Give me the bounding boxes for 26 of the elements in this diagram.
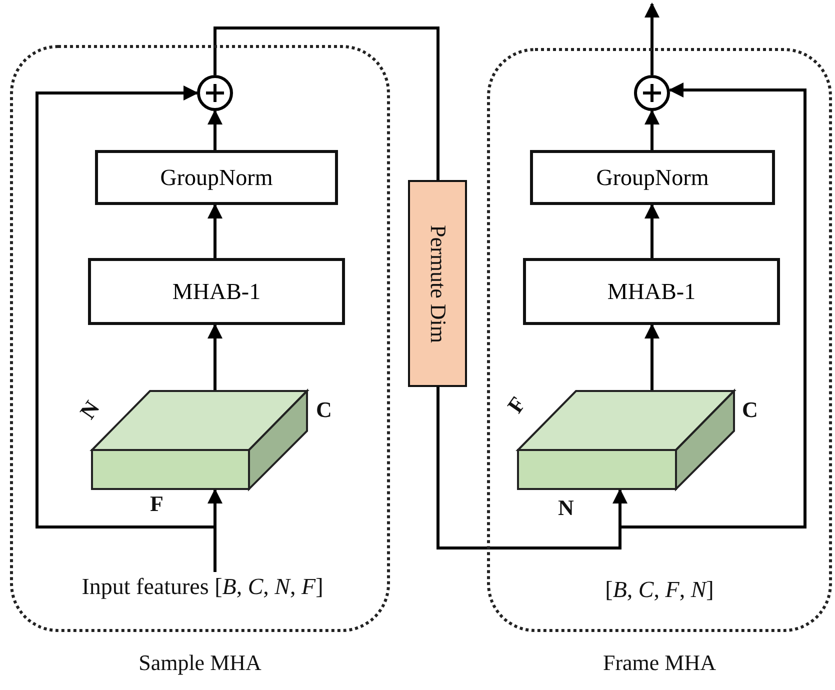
arrow: [644, 204, 660, 258]
arrow: [644, 2, 660, 75]
add-operator-icon: [634, 75, 670, 111]
arrow: [436, 82, 806, 550]
arrow: [644, 110, 660, 150]
axis-label: C: [742, 398, 758, 422]
axis-label: N: [76, 396, 104, 424]
process-box: GroupNorm: [95, 150, 338, 205]
group-title: Sample MHA: [138, 650, 262, 676]
arrow: [644, 324, 660, 390]
group-title: Frame MHA: [602, 650, 718, 676]
axis-label: C: [316, 398, 332, 422]
axis-label: F: [503, 392, 530, 418]
arrow: [208, 204, 222, 258]
process-box: Permute Dim: [408, 180, 467, 387]
arrow: [36, 86, 216, 572]
add-operator-icon: [197, 75, 233, 111]
input-label: Input features [B, C, N, F]: [80, 574, 324, 600]
process-box: GroupNorm: [530, 150, 775, 205]
axis-label: F: [150, 492, 164, 516]
arrow: [208, 324, 222, 390]
process-box: MHAB-1: [88, 258, 345, 325]
process-box: MHAB-1: [523, 258, 780, 325]
arrow: [208, 110, 222, 150]
shape-label: [B, C, F, N]: [604, 577, 715, 603]
axis-label: N: [558, 496, 574, 520]
